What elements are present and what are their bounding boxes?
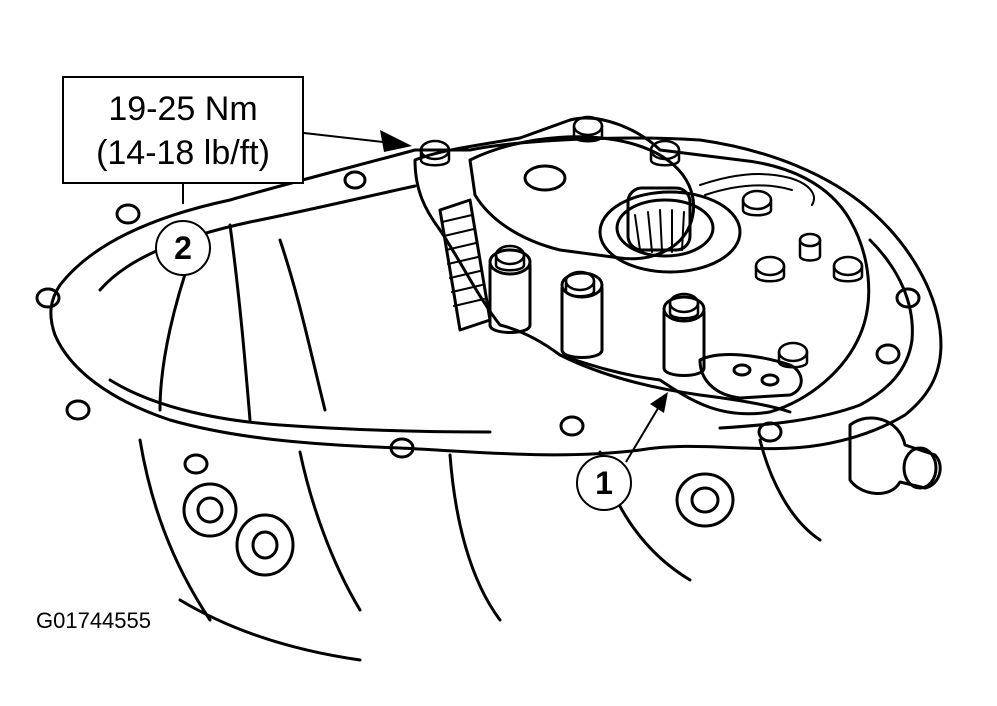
bolt-head <box>419 139 451 167</box>
output-shaft-spline <box>626 186 692 252</box>
bolt-head <box>741 189 773 217</box>
interlock-plate <box>698 353 803 400</box>
bolt-head <box>832 255 864 283</box>
spec-leader-arrow <box>303 132 393 144</box>
housing-flange-inner <box>98 184 914 434</box>
bolt-head <box>754 255 786 283</box>
flange-bolt-hole <box>183 453 209 475</box>
torque-spec-metric: 19-25 Nm <box>108 90 258 128</box>
bolt-head <box>668 292 700 320</box>
cover-plate-edge <box>558 353 792 414</box>
shift-lever-plate <box>468 135 696 261</box>
bolt-head <box>649 139 681 167</box>
output-shaft-seal <box>615 198 715 258</box>
callout-1: 1 <box>576 455 632 511</box>
side-shaft-end <box>902 446 938 490</box>
cover-bolt-boss <box>488 248 532 334</box>
bolt-head <box>564 270 596 298</box>
lower-boss-inner <box>251 530 279 560</box>
spec-leader-arrowhead <box>380 130 412 152</box>
wiring-harness <box>699 173 815 206</box>
interlock-hole <box>760 373 780 387</box>
bolt-head <box>494 244 526 272</box>
output-shaft-flange <box>598 190 742 274</box>
interlock-hole <box>732 363 752 377</box>
figure-id: G01744555 <box>36 608 151 633</box>
lower-boss <box>182 482 238 538</box>
flange-bolt-hole <box>559 415 585 437</box>
output-shaft-spline-teeth <box>634 209 685 253</box>
housing-flange-outline <box>49 136 943 457</box>
lower-boss-inner <box>196 496 224 524</box>
lower-boss <box>235 513 295 577</box>
callout-1-leader <box>625 404 661 463</box>
torque-spec-box: 19-25 Nm (14-18 lb/ft) <box>62 76 304 184</box>
housing-lower-body <box>138 438 822 662</box>
bolt-head <box>572 115 604 143</box>
lower-boss <box>675 472 735 528</box>
torque-spec-imperial: (14-18 lb/ft) <box>96 134 270 172</box>
flange-bolt-hole <box>757 421 783 443</box>
callout-1-arrowhead <box>650 392 668 413</box>
wiring-harness <box>704 184 793 196</box>
flange-bolt-hole <box>875 343 901 365</box>
flange-bolt-hole <box>895 287 921 309</box>
side-shaft <box>848 416 942 496</box>
callout-2: 2 <box>155 220 211 276</box>
cover-bolt-boss <box>662 295 706 377</box>
gear-sector <box>438 198 492 332</box>
gear-teeth <box>441 214 485 307</box>
flange-bolt-hole <box>35 287 61 309</box>
flange-bolt-hole <box>65 399 91 421</box>
flange-bolt-hole <box>389 437 415 459</box>
locating-pin <box>798 232 822 262</box>
lower-boss-inner <box>690 486 720 514</box>
flange-bolt-hole <box>343 170 367 190</box>
lever-hole <box>523 164 567 192</box>
cover-plate <box>413 116 871 416</box>
flange-bolt-hole <box>115 203 141 225</box>
